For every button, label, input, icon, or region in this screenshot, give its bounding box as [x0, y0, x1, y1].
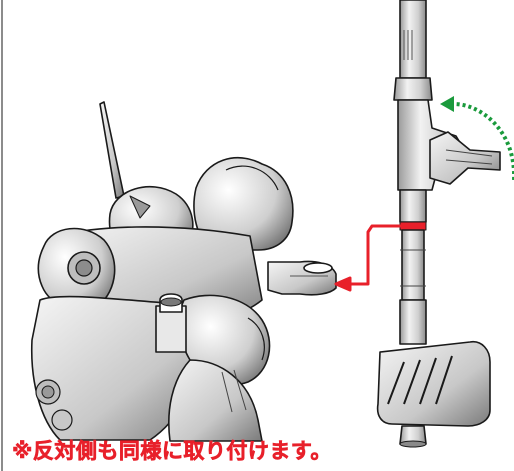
green-rotate-arrowhead-icon [440, 96, 454, 112]
mobile-suit-part [30, 101, 337, 442]
rifle-part [376, 0, 501, 448]
instruction-note: ※反対側も同様に取り付けます。 [12, 439, 332, 464]
red-insert-arrow-icon [334, 224, 402, 292]
green-rotate-arrow-icon [453, 102, 514, 180]
red-fit-band-icon [399, 221, 427, 231]
